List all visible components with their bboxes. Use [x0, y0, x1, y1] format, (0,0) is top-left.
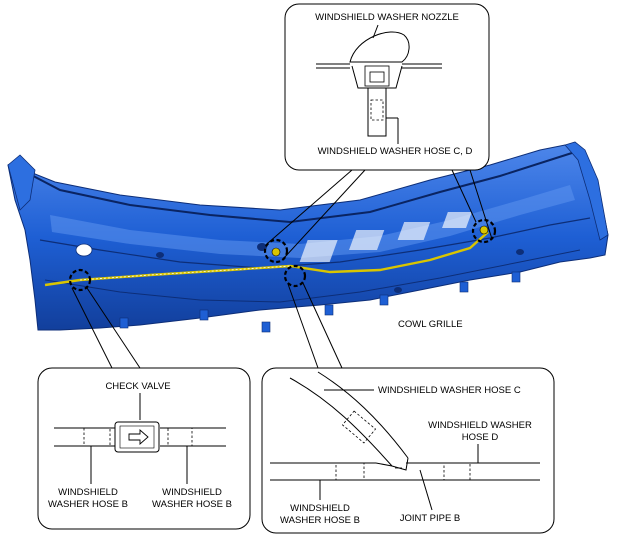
label-hose-c: WINDSHIELD WASHER HOSE C — [378, 385, 521, 396]
cowl-grille-part — [7, 141, 609, 333]
callout-ring-nozzle-right — [471, 218, 497, 244]
label-hose-d-2: HOSE D — [462, 432, 499, 443]
callout-ring-check-valve — [68, 268, 92, 292]
label-nozzle: WINDSHIELD WASHER NOZZLE — [315, 12, 459, 23]
label-cowl-grille: COWL GRILLE — [398, 319, 463, 330]
label-joint-pipe: JOINT PIPE B — [400, 513, 461, 524]
label-hose-b-left-2: WASHER HOSE B — [48, 499, 128, 510]
label-hose-d-1: WINDSHIELD WASHER — [428, 420, 532, 431]
label-hose-b-right-1: WINDSHIELD — [162, 487, 222, 498]
label-hose-b-right-2: WASHER HOSE B — [152, 499, 232, 510]
callout-ring-joint-pipe — [283, 264, 307, 288]
label-hose-cd: WINDSHIELD WASHER HOSE C, D — [318, 146, 473, 157]
detail-box-check-valve: CHECK VALVE WINDSHIELD WASHER HOSE B WIN… — [37, 367, 251, 530]
label-hose-b-br-2: WASHER HOSE B — [280, 515, 360, 526]
label-check-valve: CHECK VALVE — [105, 381, 170, 392]
detail-box-nozzle: WINDSHIELD WASHER NOZZLE WINDSHIELD WASH… — [284, 3, 490, 171]
leader-lines — [71, 169, 493, 369]
detail-box-joint-pipe: WINDSHIELD WASHER HOSE C WINDSHIELD WASH… — [261, 367, 555, 534]
callout-ring-nozzle-left — [263, 238, 289, 264]
label-hose-b-left-1: WINDSHIELD — [58, 487, 118, 498]
label-hose-b-br-1: WINDSHIELD — [290, 503, 350, 514]
